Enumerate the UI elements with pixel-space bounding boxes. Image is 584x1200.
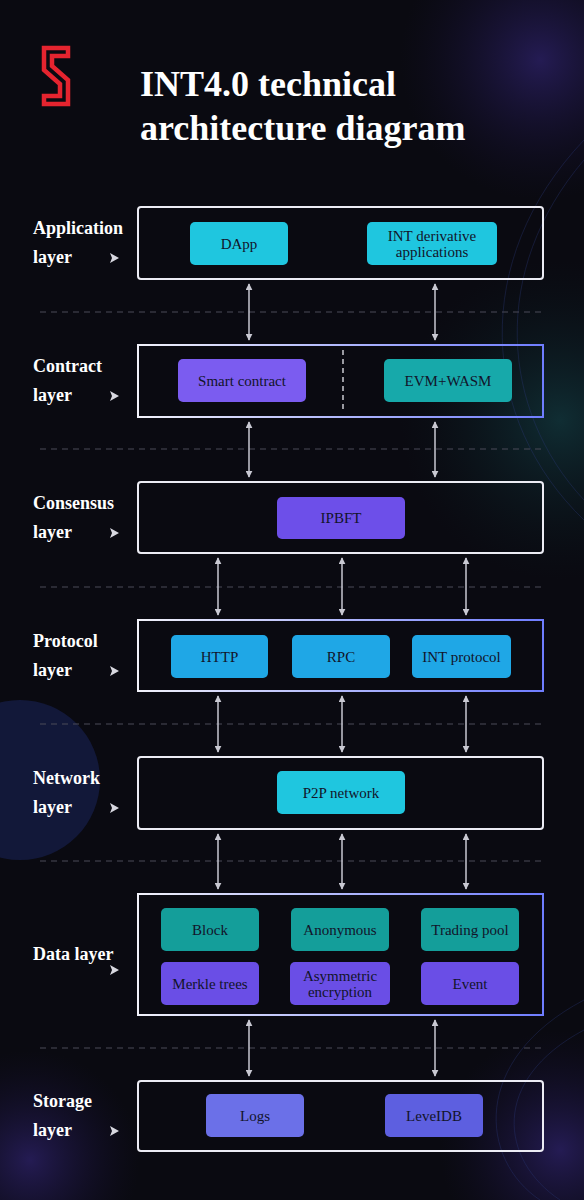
component-box: Merkle trees	[161, 962, 259, 1005]
component-box: Logs	[206, 1094, 304, 1137]
logo-mark	[44, 48, 68, 104]
layer-connector	[341, 834, 343, 889]
component-label: Event	[453, 976, 488, 992]
component-label: Smart contract	[198, 373, 286, 389]
component-label: Asymmetric encryption	[295, 968, 385, 1000]
component-label: INT protocol	[422, 649, 500, 665]
layer-connector	[465, 696, 467, 752]
component-label: RPC	[327, 649, 355, 665]
layer-name: Contract layer	[33, 352, 133, 410]
layer-connector	[434, 284, 436, 340]
layer-name: Data layer	[33, 940, 133, 969]
layer-name: Protocol layer	[33, 627, 133, 685]
component-box: DApp	[190, 222, 288, 265]
component-box: Trading pool	[421, 908, 519, 951]
decor-blob	[400, 0, 584, 200]
component-label: HTTP	[201, 649, 239, 665]
layer-connector	[434, 422, 436, 477]
component-label: INT derivative applications	[372, 228, 492, 260]
layer-name: Application layer	[33, 214, 133, 272]
component-box: P2P network	[277, 771, 405, 814]
divider-line	[342, 350, 343, 412]
component-box: RPC	[292, 635, 390, 678]
layer-connector	[248, 284, 250, 340]
layer-connector	[248, 422, 250, 477]
component-label: Trading pool	[431, 922, 508, 938]
layer-connector	[217, 558, 219, 615]
component-box: LeveIDB	[385, 1094, 483, 1137]
layer-name: Consensus layer	[33, 489, 133, 547]
component-label: IPBFT	[321, 510, 362, 526]
layer-connector	[465, 834, 467, 889]
layer-connector	[217, 696, 219, 752]
component-label: LeveIDB	[406, 1108, 462, 1124]
component-box: IPBFT	[277, 497, 405, 539]
layer-band: Contract layerSmart contractEVM+WASM	[137, 344, 544, 418]
component-label: Logs	[240, 1108, 270, 1124]
layer-band: Protocol layerHTTPRPCINT protocol	[137, 619, 544, 692]
pointer-triangles	[110, 253, 119, 1136]
layer-connector	[217, 834, 219, 889]
component-box: Smart contract	[178, 359, 306, 402]
layer-band: Application layerDAppINT derivative appl…	[137, 206, 544, 280]
decor-blob	[0, 1050, 140, 1200]
component-box: HTTP	[171, 635, 268, 678]
layer-connector	[434, 1020, 436, 1076]
component-label: P2P network	[303, 785, 380, 801]
layer-name: Storage layer	[33, 1087, 133, 1145]
component-label: Block	[192, 922, 228, 938]
layer-connector	[341, 696, 343, 752]
layer-connector	[248, 1020, 250, 1076]
layer-connector	[341, 558, 343, 615]
component-label: EVM+WASM	[405, 373, 492, 389]
component-label: Merkle trees	[172, 976, 247, 992]
component-box: INT derivative applications	[367, 222, 497, 265]
separator-lines	[40, 312, 544, 1048]
layer-band: Storage layerLogsLeveIDB	[137, 1080, 544, 1152]
component-label: Anonymous	[303, 922, 376, 938]
component-box: EVM+WASM	[384, 359, 512, 402]
page-title: INT4.0 technical architecture diagram	[140, 62, 570, 150]
layer-band: Network layerP2P network	[137, 756, 544, 830]
component-box: Asymmetric encryption	[290, 962, 390, 1005]
component-box: Event	[421, 962, 519, 1005]
layer-connector	[465, 558, 467, 615]
layer-name: Network layer	[33, 764, 133, 822]
layer-band: Data layerBlockAnonymousTrading poolMerk…	[137, 893, 544, 1016]
component-box: Block	[161, 908, 259, 951]
layer-band: Consensus layerIPBFT	[137, 481, 544, 554]
component-box: INT protocol	[412, 635, 511, 678]
component-box: Anonymous	[291, 908, 389, 951]
component-label: DApp	[221, 236, 258, 252]
decor-blob	[400, 260, 584, 580]
